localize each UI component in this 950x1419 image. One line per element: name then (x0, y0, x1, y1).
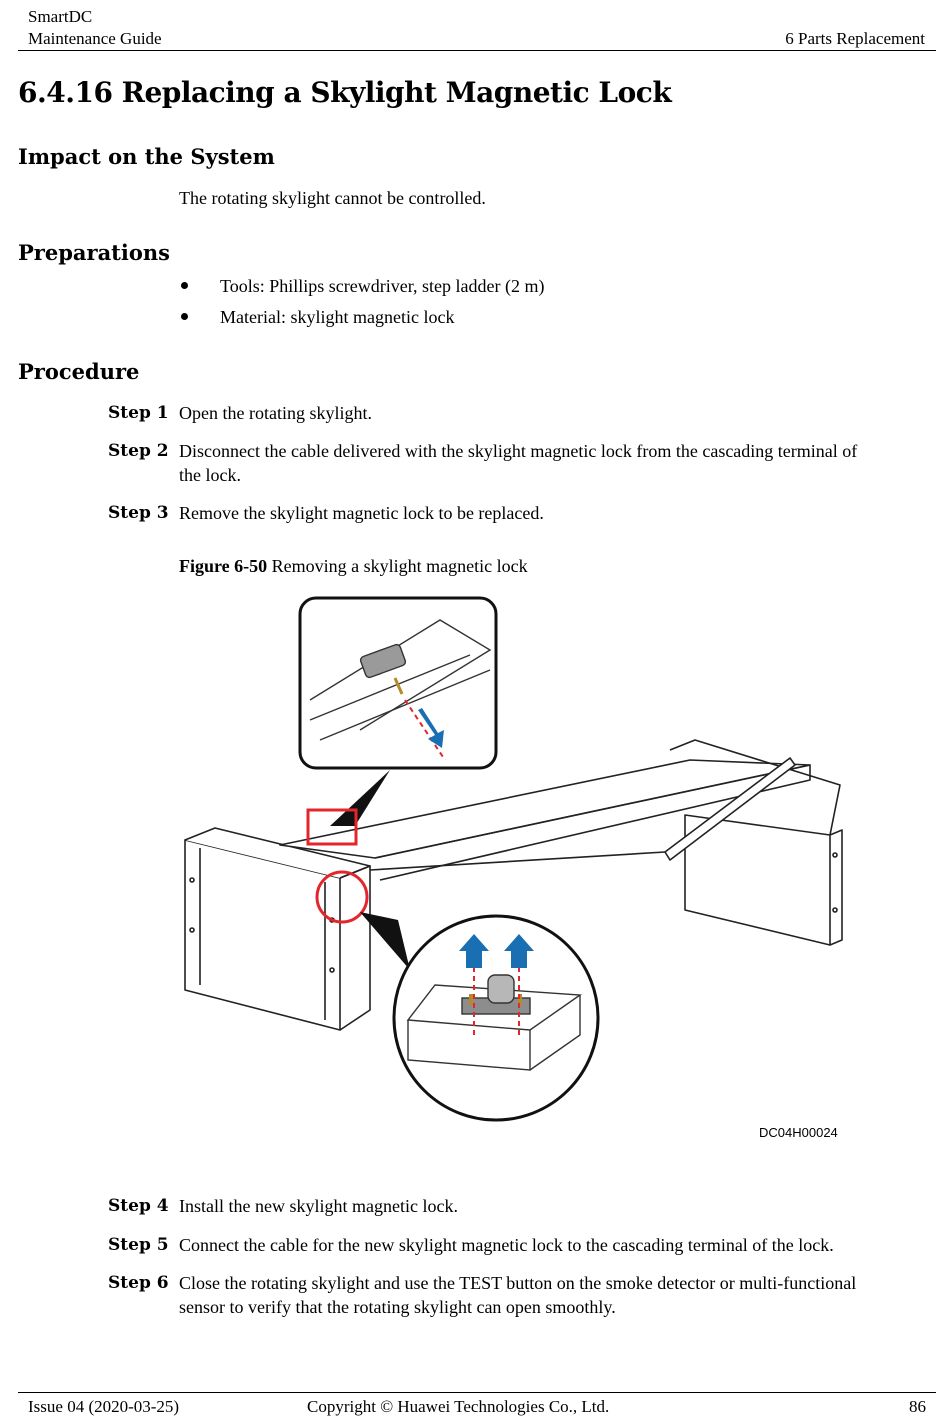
figure-caption-text: Removing a skylight magnetic lock (271, 556, 528, 576)
figure-code: DC04H00024 (759, 1125, 838, 1140)
header-doc-title: Maintenance Guide (28, 29, 162, 48)
impact-text: The rotating skylight cannot be controll… (179, 188, 486, 208)
footer-rule (18, 1392, 936, 1393)
preparation-item: Material: skylight magnetic lock (220, 307, 455, 327)
bullet-icon (181, 282, 188, 289)
step-text: Disconnect the cable delivered with the … (179, 441, 858, 461)
footer-issue: Issue 04 (2020-03-25) (28, 1397, 180, 1416)
step-text-continued: sensor to verify that the rotating skyli… (179, 1297, 616, 1317)
page-number: 86 (909, 1397, 926, 1416)
impact-heading: Impact on the System (18, 144, 275, 169)
step-label: Step 5 (108, 1235, 169, 1255)
header-chapter: 6 Parts Replacement (785, 29, 925, 48)
step-text: Open the rotating skylight. (179, 403, 372, 423)
step-label: Step 2 (108, 441, 169, 461)
page-title: 6.4.16 Replacing a Skylight Magnetic Loc… (18, 76, 672, 109)
step-label: Step 4 (108, 1196, 169, 1216)
skylight-magnetic-lock-figure (184, 596, 843, 1122)
step-label: Step 1 (108, 403, 169, 423)
step-text: Remove the skylight magnetic lock to be … (179, 503, 544, 523)
preparations-heading: Preparations (18, 240, 170, 265)
preparation-item: Tools: Phillips screwdriver, step ladder… (220, 276, 545, 296)
footer-copyright: Copyright © Huawei Technologies Co., Ltd… (307, 1397, 610, 1416)
step-text: Close the rotating skylight and use the … (179, 1273, 857, 1293)
header-product: SmartDC (28, 7, 93, 26)
procedure-heading: Procedure (18, 359, 140, 384)
figure-caption: Figure 6-50 Removing a skylight magnetic… (179, 555, 528, 578)
step-text: Connect the cable for the new skylight m… (179, 1235, 834, 1255)
step-text: Install the new skylight magnetic lock. (179, 1196, 458, 1216)
header-rule (18, 50, 936, 51)
step-text-continued: the lock. (179, 465, 241, 485)
step-label: Step 3 (108, 503, 169, 523)
figure-label: Figure 6-50 (179, 556, 268, 576)
bullet-icon (181, 313, 188, 320)
step-label: Step 6 (108, 1273, 169, 1293)
